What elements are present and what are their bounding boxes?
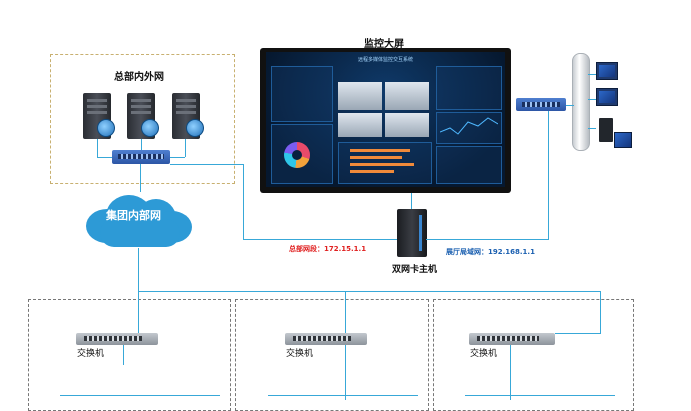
hall-lan-label: 展厅局域网：192.168.1.1 [446,247,535,257]
link-line [97,139,98,157]
server-icon [127,93,155,139]
pipe-icon [572,53,590,151]
switch-icon [285,333,367,345]
camera-feed [338,82,382,110]
link-line [97,157,113,158]
link-line [60,395,220,396]
camera-feed [385,113,429,137]
link-line [140,164,141,192]
link-line [123,345,124,365]
camera-feed [338,113,382,137]
globe-icon [186,119,204,137]
link-line [555,333,601,334]
link-line [411,193,412,209]
hall-switch-icon [516,98,566,111]
link-line [588,74,596,75]
group-network-label: 集团内部网 [106,207,161,223]
link-line [600,291,601,333]
link-line [138,248,139,292]
link-line [426,239,549,240]
screen-header: 远程多媒体监控交互系统 [266,56,505,63]
link-line [168,157,185,158]
link-line [548,110,549,240]
server-icon [172,93,200,139]
link-line [345,291,346,333]
pc-screen-icon [614,132,632,148]
host-label: 双网卡主机 [392,262,437,275]
link-line [345,345,346,400]
link-line [138,291,139,333]
link-line [510,345,511,400]
link-line [566,105,574,106]
link-line [588,128,596,129]
pc-icon [596,62,618,80]
switch-icon [469,333,555,345]
monitor-icon: 远程多媒体监控交互系统 [260,48,511,193]
camera-feed [385,82,429,110]
link-line [268,395,418,396]
pc-tower-icon [599,118,613,142]
globe-icon [97,119,115,137]
switch-label-3: 交换机 [470,346,497,359]
switch-label-1: 交换机 [77,346,104,359]
link-line [243,164,244,240]
bottom-bus-line [138,291,601,292]
line-chart-icon [440,114,498,140]
switch-icon [76,333,158,345]
hq-network-label: 总部内外网 [114,68,164,83]
link-line [170,164,244,165]
link-line [185,139,186,157]
globe-icon [141,119,159,137]
monitor-screen: 远程多媒体监控交互系统 [266,52,505,187]
hq-segment-label: 总部网段：172.15.1.1 [289,244,366,254]
link-line [465,395,615,396]
link-line [243,239,398,240]
link-line [588,99,596,100]
host-tower-icon [397,209,427,257]
pc-icon [596,88,618,106]
hq-switch-icon [112,150,170,164]
switch-label-2: 交换机 [286,346,313,359]
server-icon [83,93,111,139]
